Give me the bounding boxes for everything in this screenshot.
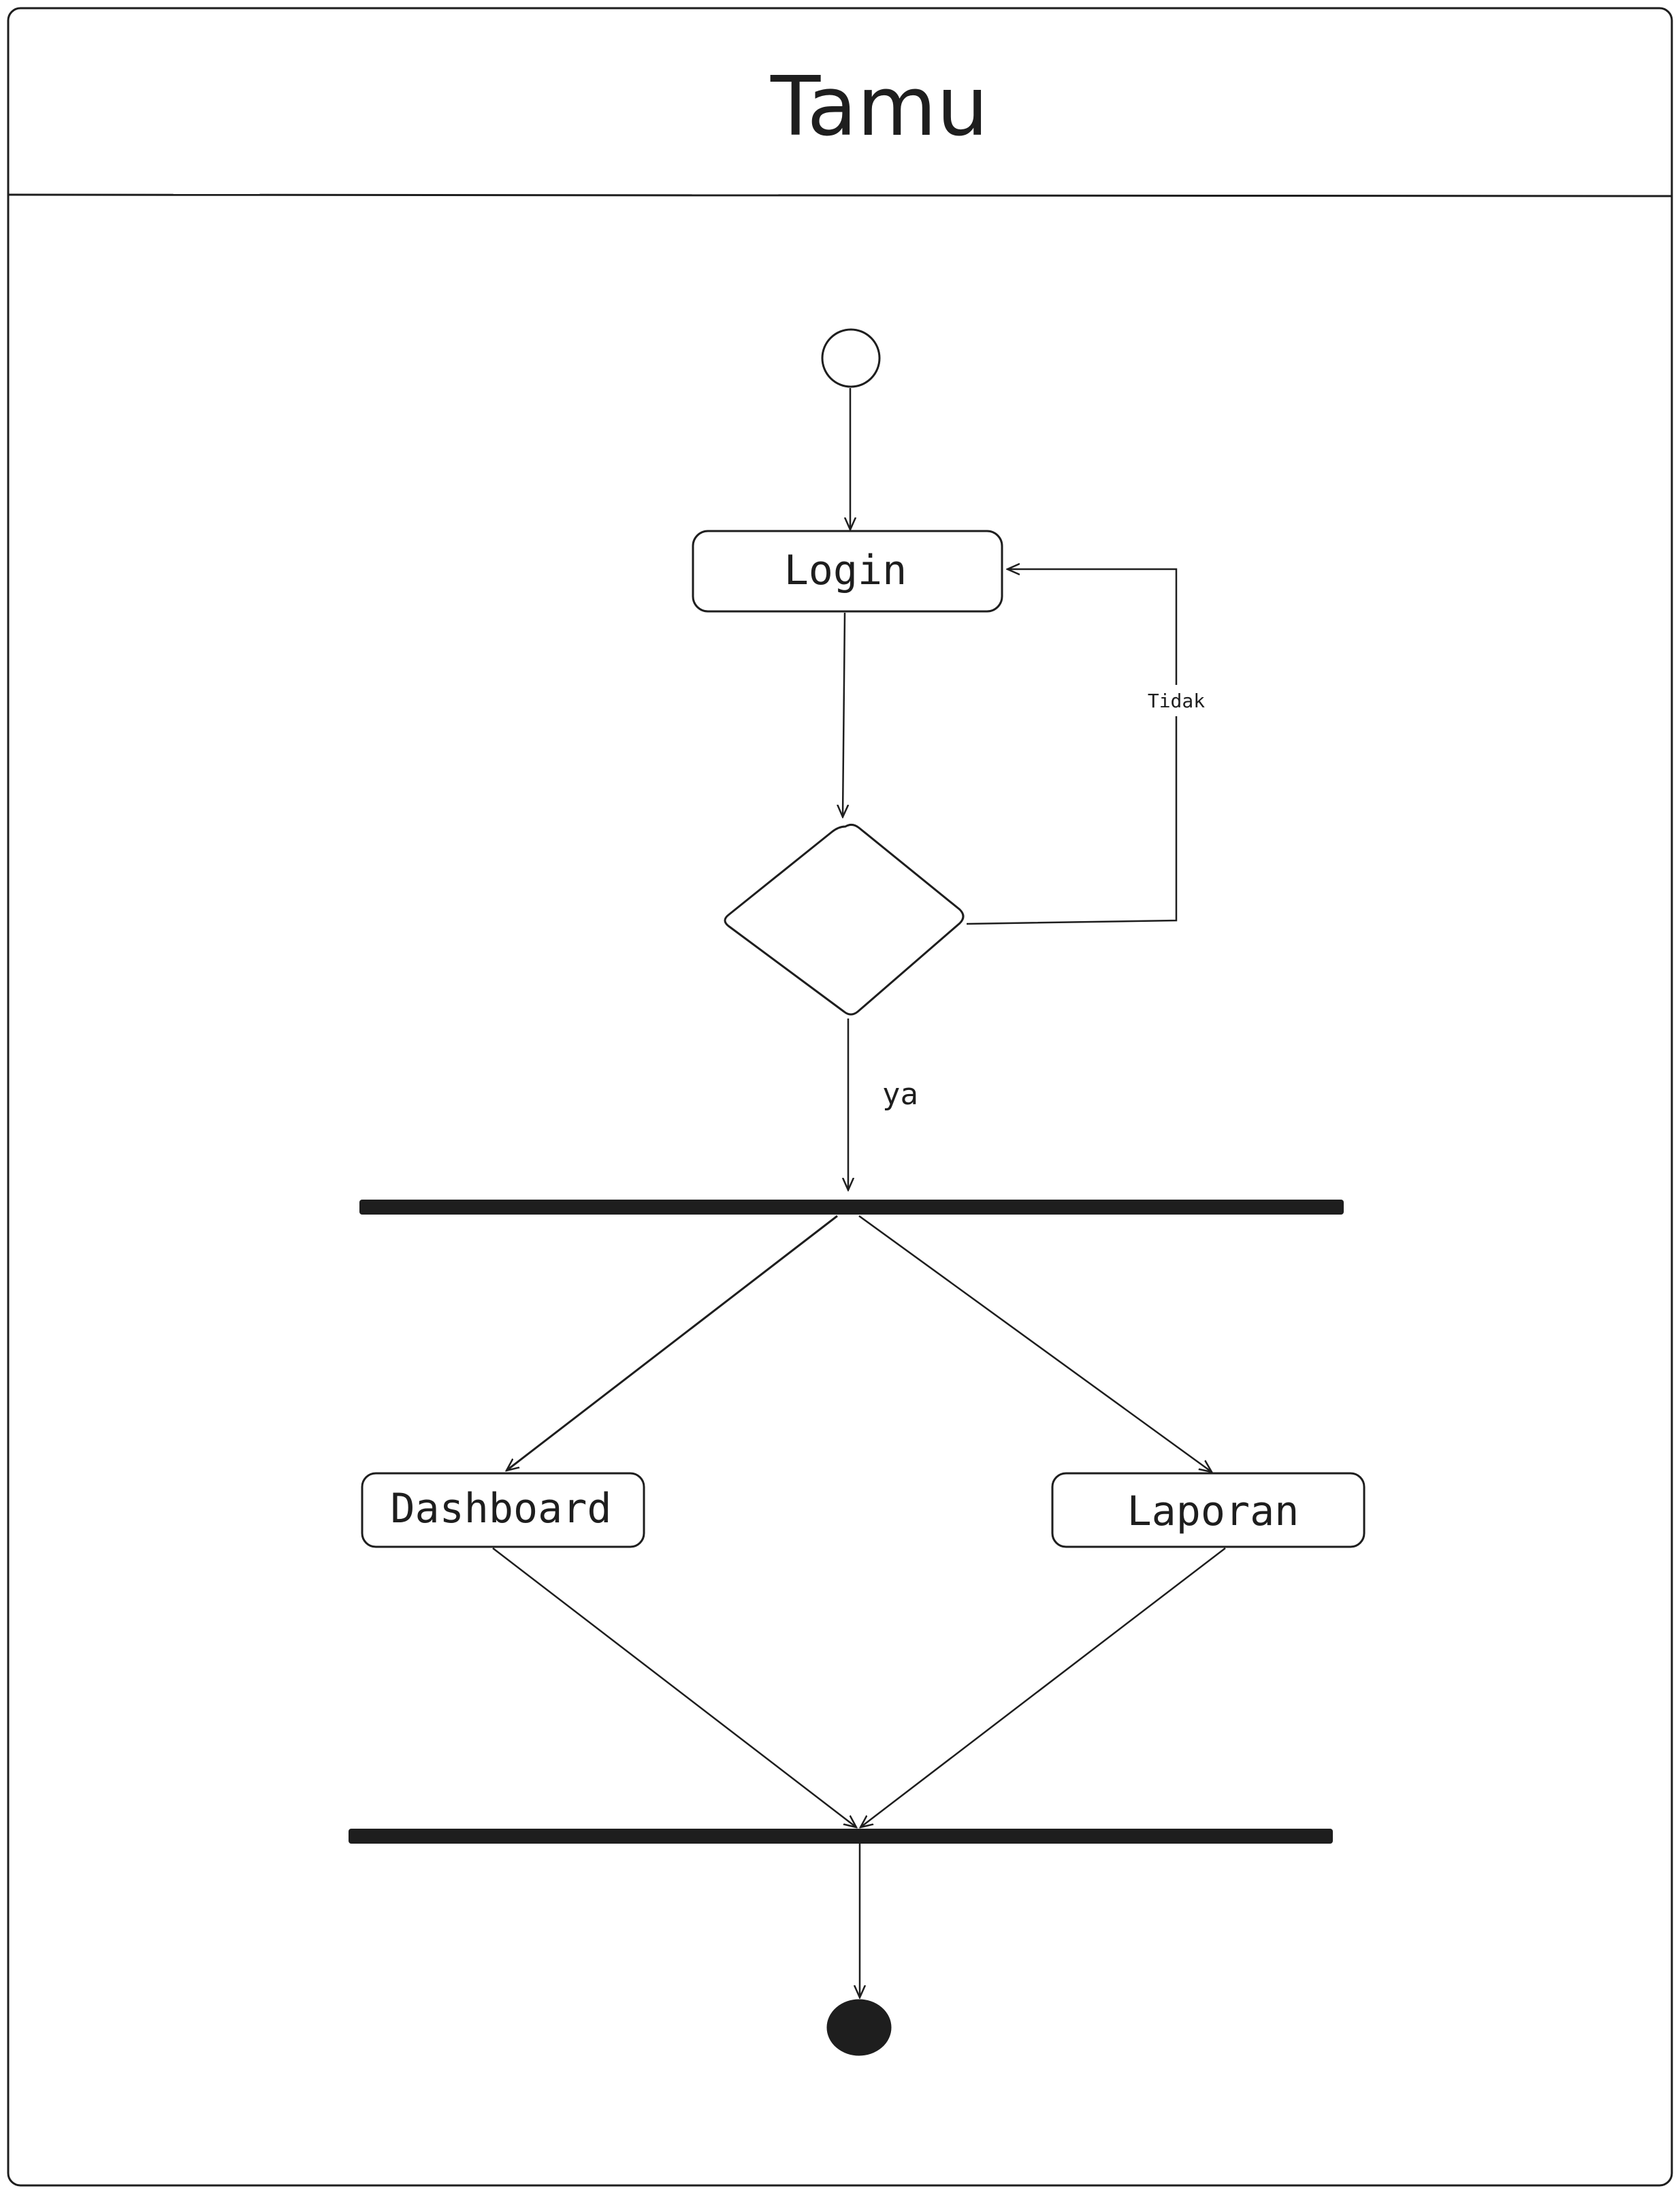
edge-laporan-join [860, 1547, 1226, 1827]
swimlane-border [7, 7, 1673, 2187]
final-node [826, 1999, 892, 2056]
fork-bar [359, 1200, 1344, 1215]
guard-ya: ya [882, 1077, 918, 1112]
edge-login-decision [843, 612, 845, 817]
action-login-label: Login [784, 547, 907, 594]
swimlane-header-divider [7, 193, 1673, 197]
action-laporan: Laporan [1051, 1472, 1366, 1548]
action-dashboard: Dashboard [361, 1472, 645, 1548]
edge-fork-dashboard [506, 1215, 838, 1471]
decision-node [724, 823, 965, 1016]
edge-decision-login-loop [966, 569, 1178, 925]
action-login-box [692, 530, 1003, 613]
swimlane: Tamu [7, 7, 1673, 2187]
swimlane-title: Tamu [770, 60, 988, 155]
guard-tidak: Tidak [1148, 690, 1205, 712]
initial-node [821, 328, 881, 388]
action-laporan-label: Laporan [1127, 1488, 1299, 1535]
edge-fork-laporan [858, 1215, 1212, 1472]
edge-dashboard-join [492, 1547, 856, 1827]
action-dashboard-label: Dashboard [390, 1485, 611, 1533]
action-login: Login [692, 530, 1003, 613]
action-laporan-box [1051, 1472, 1366, 1548]
action-dashboard-box [361, 1472, 645, 1548]
guard-tidak-bg [1145, 685, 1209, 716]
join-bar [349, 1829, 1333, 1844]
